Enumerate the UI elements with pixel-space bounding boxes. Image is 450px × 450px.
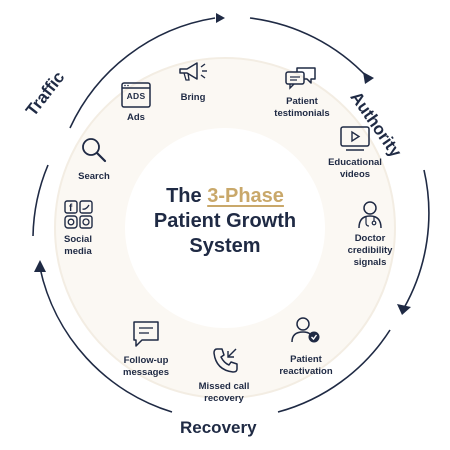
doctor-icon: [356, 199, 384, 234]
label-missed-line2: recovery: [204, 393, 244, 404]
label-reactivation-line2: reactivation: [279, 366, 333, 377]
label-social-line2: media: [64, 246, 92, 257]
label-followup-line2: messages: [123, 367, 169, 378]
video-play-icon: [340, 126, 370, 157]
arc-left: [32, 164, 49, 237]
label-missed-line1: Missed call: [198, 381, 250, 392]
social-media-icon: f: [64, 200, 94, 235]
label-videos-line1: Educational: [328, 157, 382, 168]
title-prefix: The: [166, 185, 202, 207]
megaphone-icon: [177, 60, 209, 89]
label-search: Search: [78, 171, 110, 182]
label-social-line1: Social: [64, 234, 92, 245]
label-ads: Ads: [127, 112, 145, 123]
arc-to-recovery: [277, 329, 391, 413]
message-icon: [132, 320, 160, 353]
title-highlight: 3-Phase: [207, 185, 284, 207]
label-bring: Bring: [180, 92, 206, 103]
label-doctor-line3: signals: [353, 257, 387, 268]
label-followup-line1: Follow-up: [123, 355, 169, 366]
label-social: Social media: [64, 234, 92, 258]
arrowhead-left-icon: [34, 260, 46, 272]
arc-right: [403, 169, 430, 309]
label-followup: Follow-up messages: [123, 355, 169, 379]
title-line3: System: [189, 235, 261, 257]
center-title: The 3-Phase Patient Growth System: [154, 184, 296, 259]
label-videos: Educational videos: [328, 157, 382, 181]
arrowhead-top-icon: [216, 13, 225, 23]
search-icon: [80, 136, 108, 169]
label-doctor: Doctor credibility signals: [348, 233, 393, 269]
arrowhead-authority-icon: [363, 72, 374, 84]
svg-text:f: f: [69, 203, 73, 214]
label-videos-line2: videos: [339, 169, 371, 180]
user-check-icon: [291, 316, 321, 349]
label-testimonials: Patient testimonials: [274, 96, 329, 120]
ads-browser-icon: ADS: [121, 82, 151, 108]
ads-badge: ADS: [126, 91, 146, 101]
label-missed: Missed call recovery: [199, 381, 250, 405]
chat-bubbles-icon: [285, 66, 317, 97]
label-reactivation-line1: Patient: [290, 354, 322, 365]
title-line2: Patient Growth: [153, 210, 297, 232]
arc-recovery-left: [39, 267, 173, 413]
arc-traffic-top: [69, 17, 216, 129]
arc-to-authority: [249, 17, 369, 79]
label-testimonials-line1: Patient: [286, 96, 318, 107]
label-doctor-line2: credibility: [347, 245, 393, 256]
label-doctor-line1: Doctor: [354, 233, 386, 244]
arrowhead-right-icon: [397, 304, 411, 315]
phone-callback-icon: [212, 346, 240, 379]
phase-recovery: Recovery: [180, 418, 257, 437]
label-reactivation: Patient reactivation: [279, 354, 332, 378]
label-testimonials-line2: testimonials: [274, 108, 330, 119]
